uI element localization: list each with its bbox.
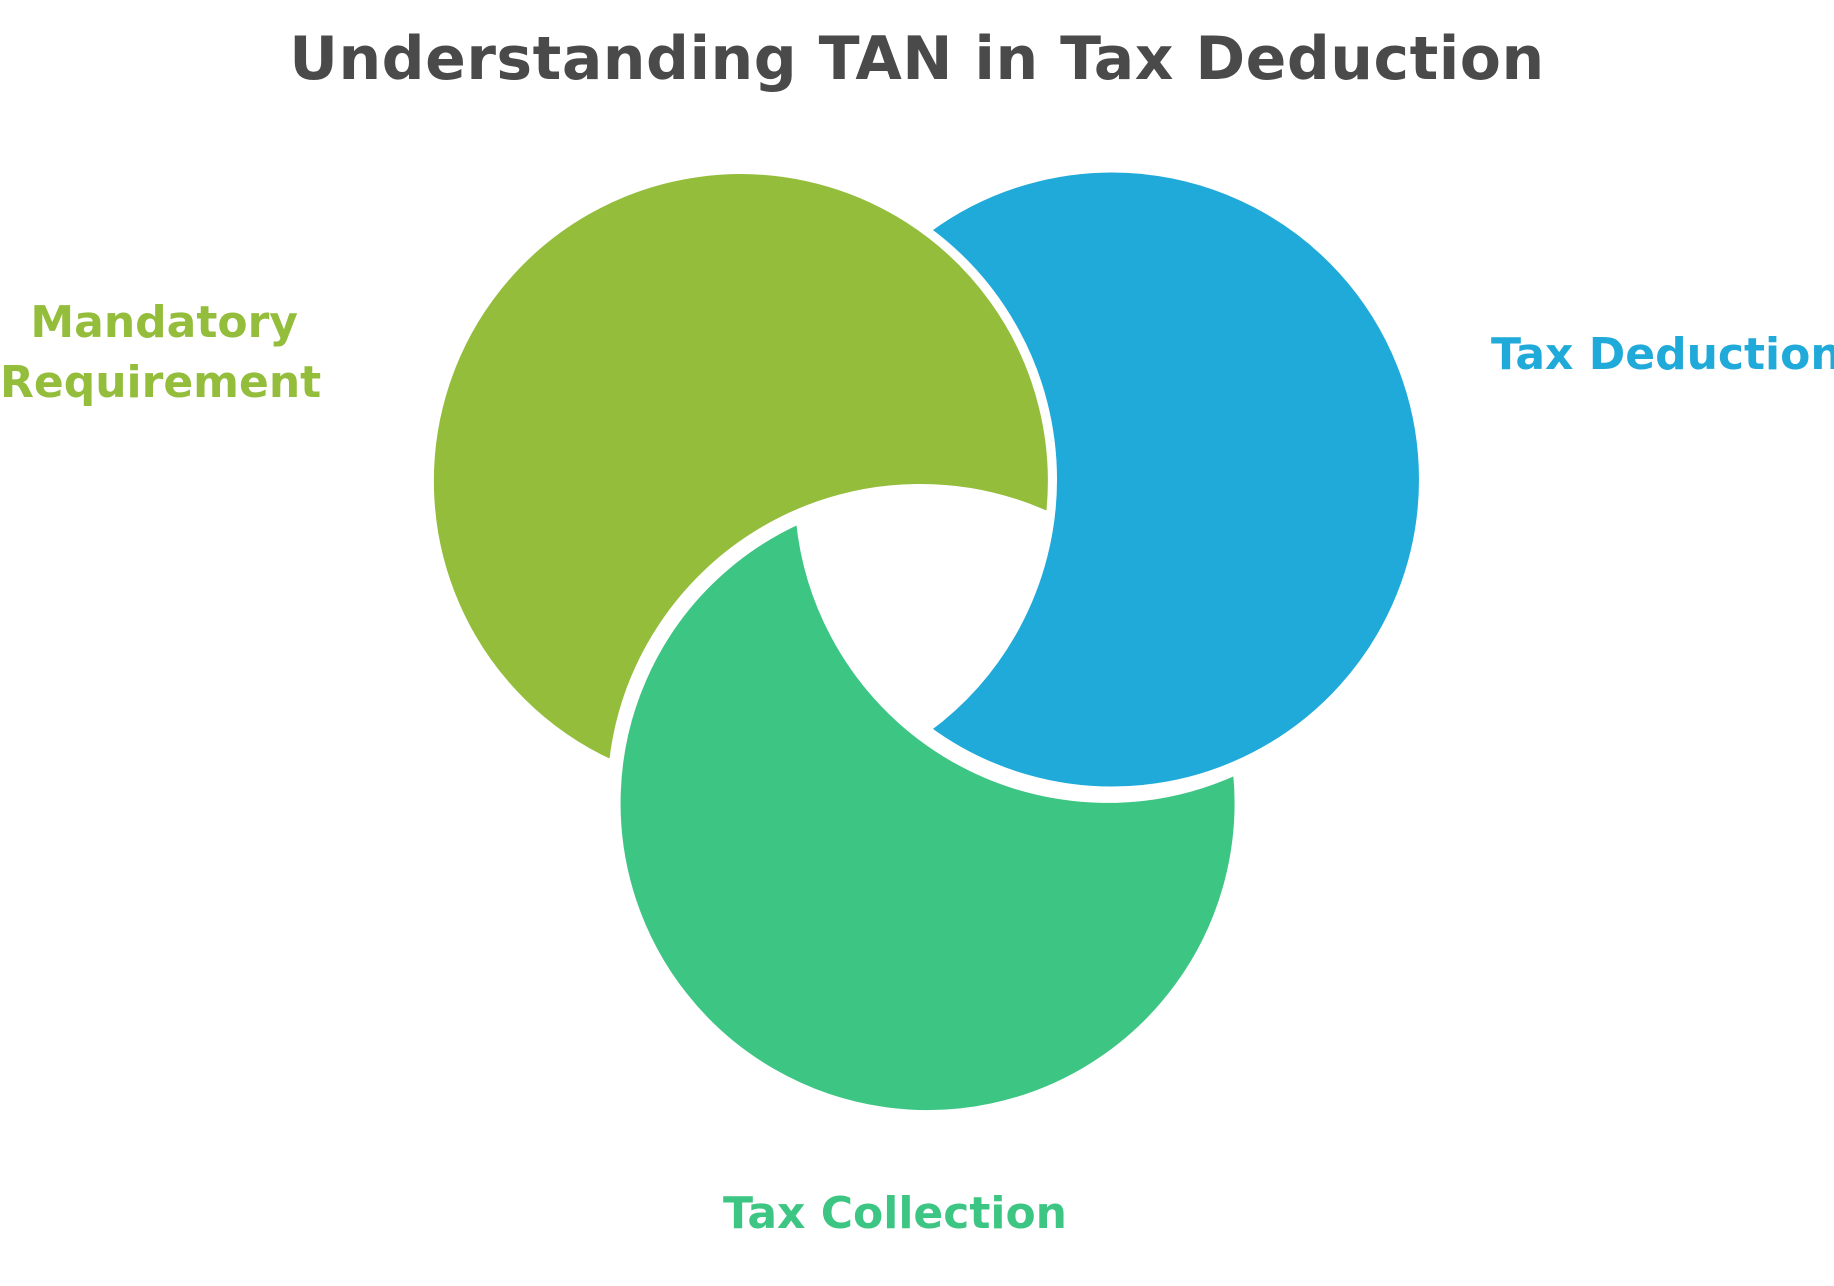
label-tax-collection-line-1: Tax Collection (722, 1188, 1067, 1239)
label-tax-deduction: Tax Deduction (1491, 325, 1834, 385)
label-mandatory-requirement-line-1: Mandatory (30, 297, 298, 348)
label-tax-collection: Tax Collection (700, 1184, 1090, 1244)
label-mandatory-requirement: Mandatory Requirement (0, 293, 322, 413)
ring-mandatory-requirement (427, 168, 1054, 766)
ring-tax-collection (614, 518, 1241, 1117)
ring-tax-deduction (925, 166, 1425, 793)
label-mandatory-requirement-line-2: Requirement (0, 357, 322, 408)
label-tax-deduction-line-1: Tax Deduction (1491, 329, 1834, 380)
diagram-title: Understanding TAN in Tax Deduction (289, 24, 1545, 94)
